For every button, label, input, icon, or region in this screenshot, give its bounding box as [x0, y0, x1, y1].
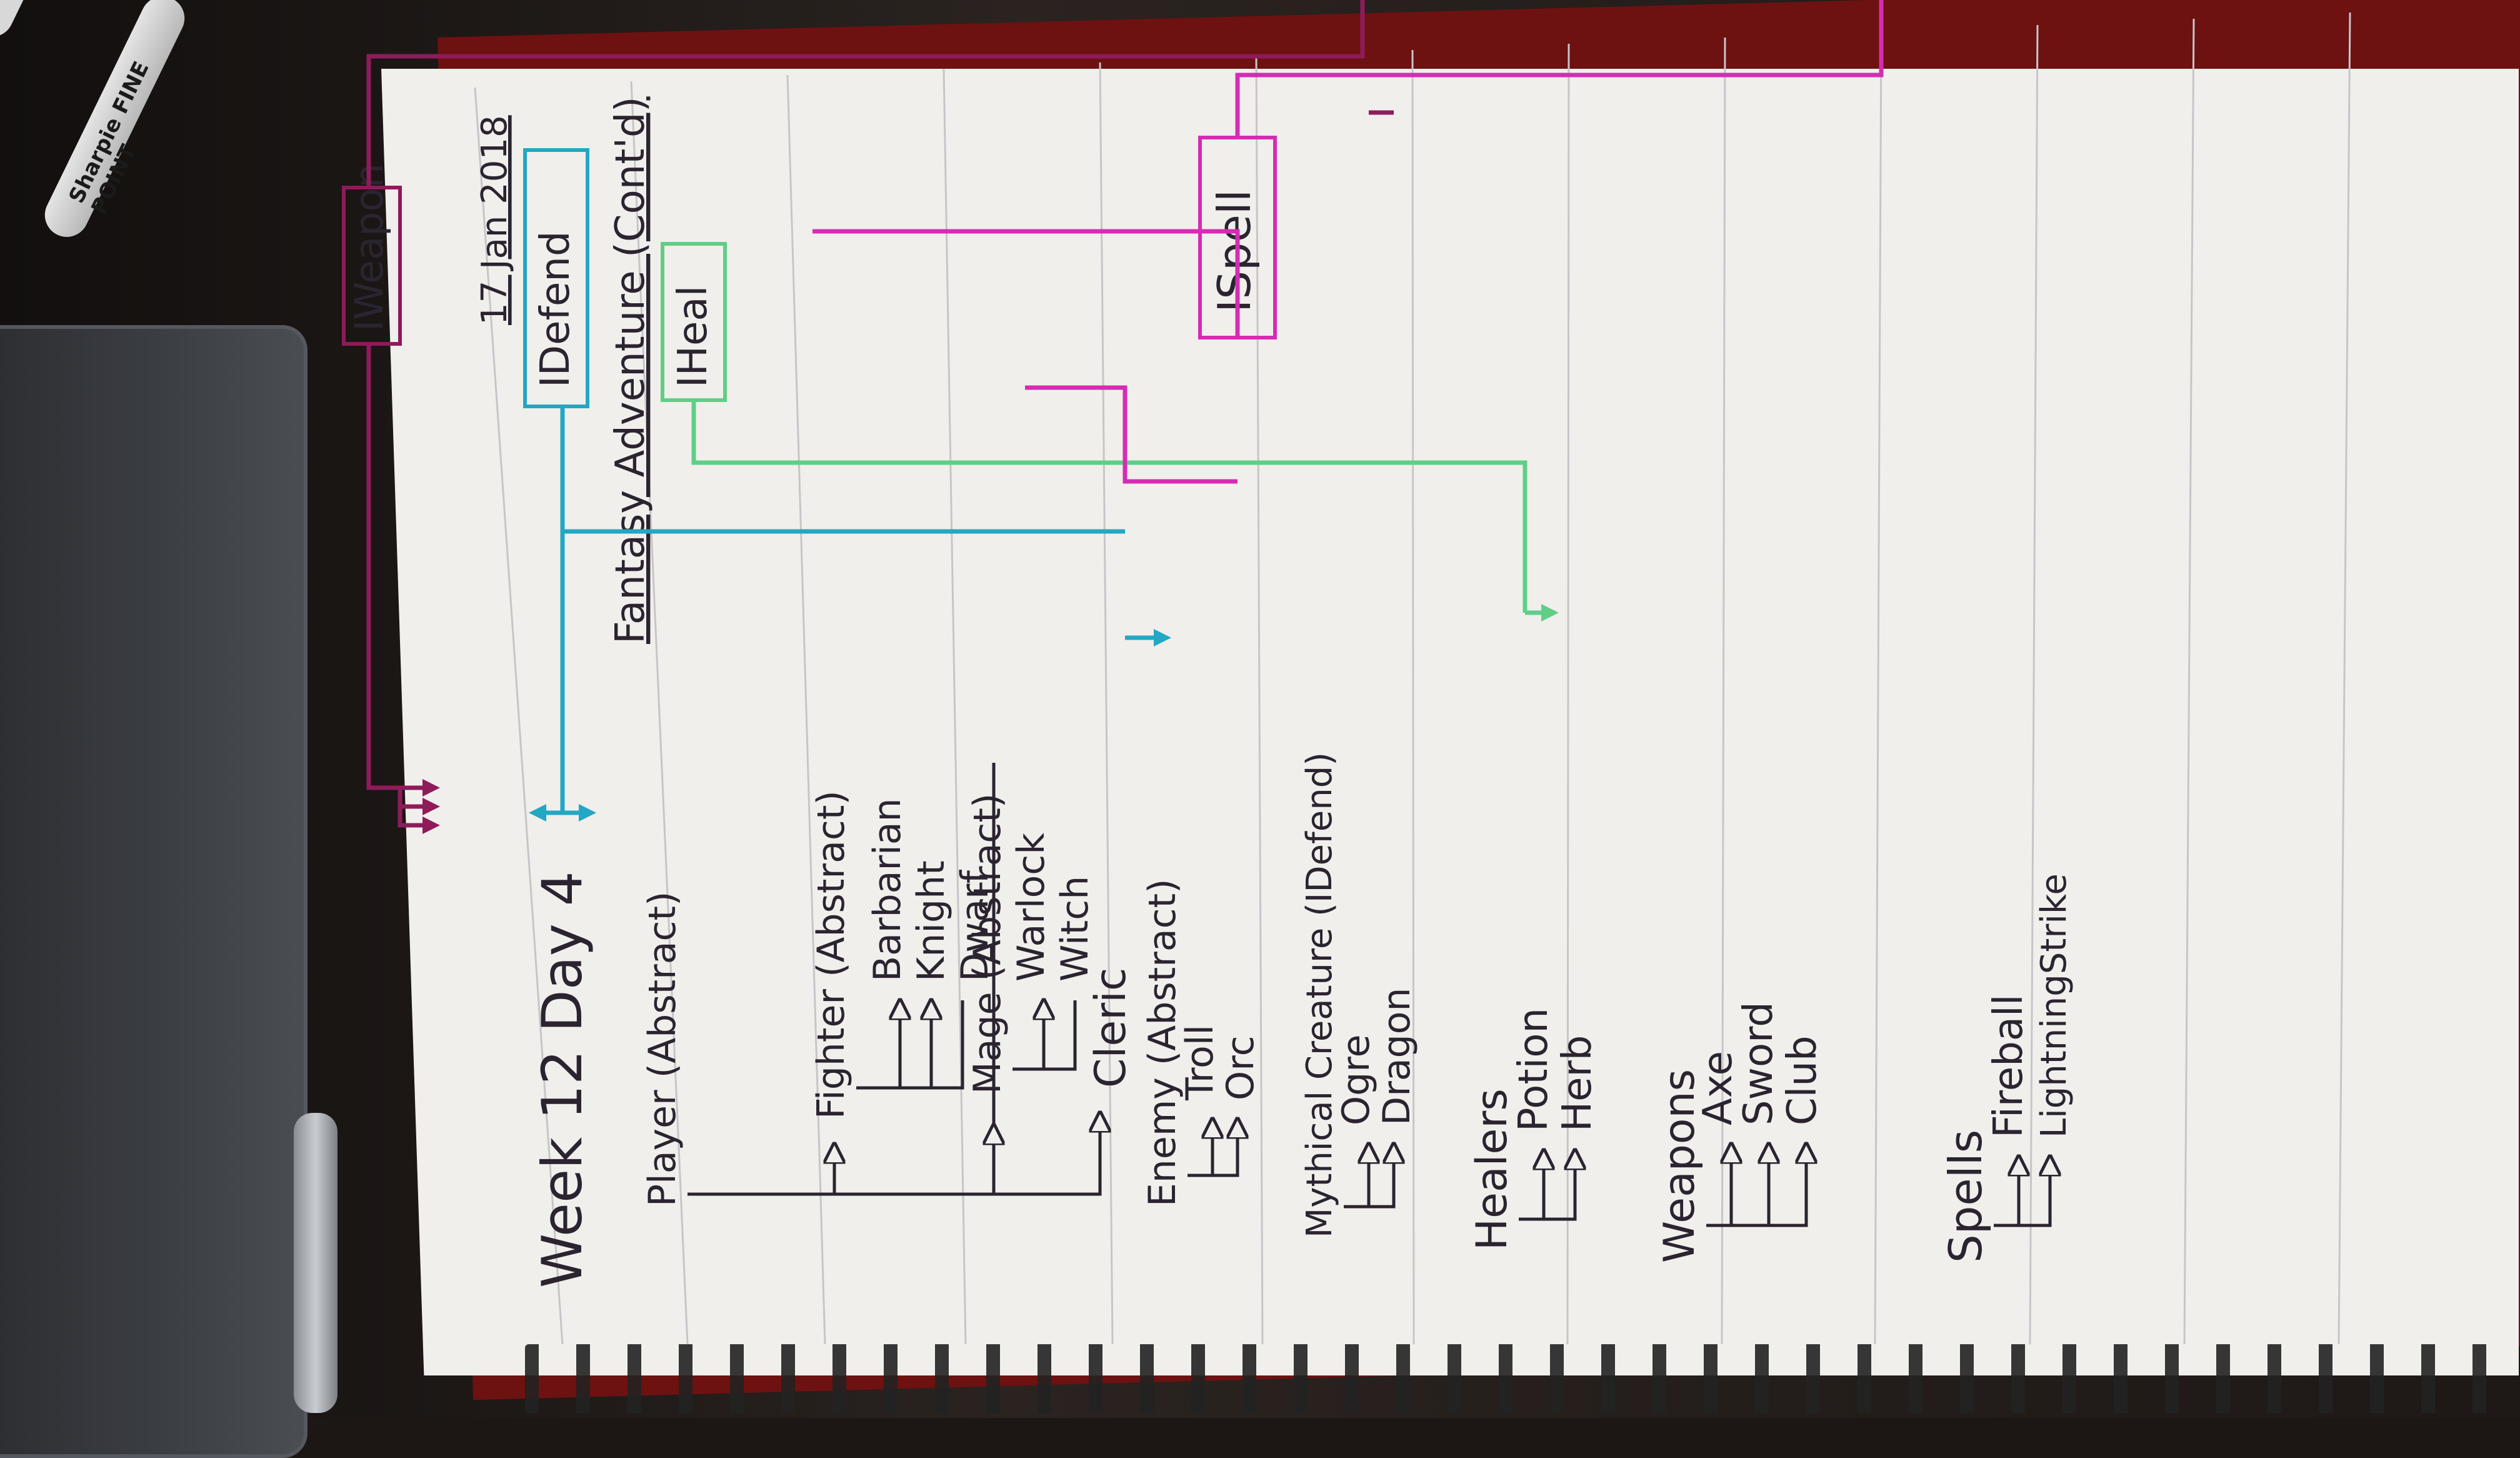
- potion-label: Potion: [1511, 1008, 1557, 1132]
- ogre-label: Ogre: [1334, 1034, 1378, 1125]
- laptop-hinge: [294, 1113, 338, 1413]
- notebook-page: [381, 69, 2519, 1375]
- iheal-label: IHeal: [670, 286, 716, 388]
- warlock-label: Warlock: [1009, 833, 1053, 982]
- dragon-label: Dragon: [1375, 988, 1419, 1125]
- idefend-label: IDefend: [532, 231, 579, 388]
- iweapon-connectors: [366, 0, 1394, 834]
- iheal-connectors: [691, 400, 1559, 621]
- class-diagram: Week 12 Day 4 Fantasy Adventure (Cont'd)…: [342, 0, 2351, 1345]
- ispell-label: ISpell: [1208, 189, 1261, 313]
- healers-label: Healers: [1468, 1088, 1517, 1250]
- sword-label: Sword: [1736, 1002, 1782, 1125]
- iheal-box: IHeal: [661, 242, 727, 402]
- page-subtitle: Fantasy Adventure (Cont'd): [608, 96, 654, 644]
- spells-label: Spells: [1939, 1130, 1992, 1263]
- player-label: Player (Abstract): [641, 892, 684, 1207]
- page-date: 17 Jan 2018: [474, 115, 515, 325]
- axe-label: Axe: [1695, 1051, 1741, 1125]
- spiral-binding: [525, 1344, 2519, 1413]
- player-group: Player (Abstract) Fighter (Abstract) Bar…: [641, 763, 1136, 1207]
- weapons-group: Weapons Axe Sword Club: [1655, 1002, 1826, 1263]
- orc-label: Orc: [1219, 1035, 1262, 1100]
- spells-group: Spells Fireball LightningStrike: [1939, 873, 2074, 1263]
- healers-group: Healers Potion Herb: [1468, 1008, 1601, 1250]
- page-title: Week 12 Day 4: [530, 871, 594, 1288]
- mythical-label: Mythical Creature (IDefend): [1299, 752, 1340, 1238]
- ruled-lines: [474, 12, 2351, 1345]
- dwarf-label: Dwarf: [953, 869, 997, 982]
- iweapon-box: IWeapon: [342, 163, 402, 346]
- iweapon-label: IWeapon: [346, 163, 392, 331]
- mythical-group: Mythical Creature (IDefend) Ogre Dragon: [1299, 752, 1419, 1238]
- barbarian-label: Barbarian: [866, 798, 909, 982]
- herb-label: Herb: [1554, 1035, 1601, 1132]
- idefend-box: IDefend: [523, 148, 589, 408]
- lightningstrike-label: LightningStrike: [2034, 873, 2074, 1138]
- knight-label: Knight: [909, 860, 953, 982]
- troll-label: Troll: [1178, 1025, 1222, 1101]
- fighter-label: Fighter (Abstract): [809, 790, 853, 1119]
- enemy-label: Enemy (Abstract): [1141, 878, 1184, 1207]
- cleric-label: Cleric: [1086, 968, 1136, 1088]
- ispell-connectors: [812, 0, 1884, 484]
- enemy-group: Enemy (Abstract) Troll Orc: [1141, 878, 1262, 1207]
- witch-label: Witch: [1053, 876, 1097, 982]
- club-label: Club: [1779, 1035, 1826, 1125]
- laptop: [0, 325, 308, 1458]
- rotated-page-content: Week 12 Day 4 Fantasy Adventure (Cont'd)…: [342, 0, 2074, 1288]
- weapons-label: Weapons: [1655, 1069, 1704, 1263]
- fireball-label: Fireball: [1986, 994, 2032, 1138]
- mage-label: Mage (Abstract): [966, 793, 1009, 1094]
- idefend-connectors: [529, 406, 1171, 822]
